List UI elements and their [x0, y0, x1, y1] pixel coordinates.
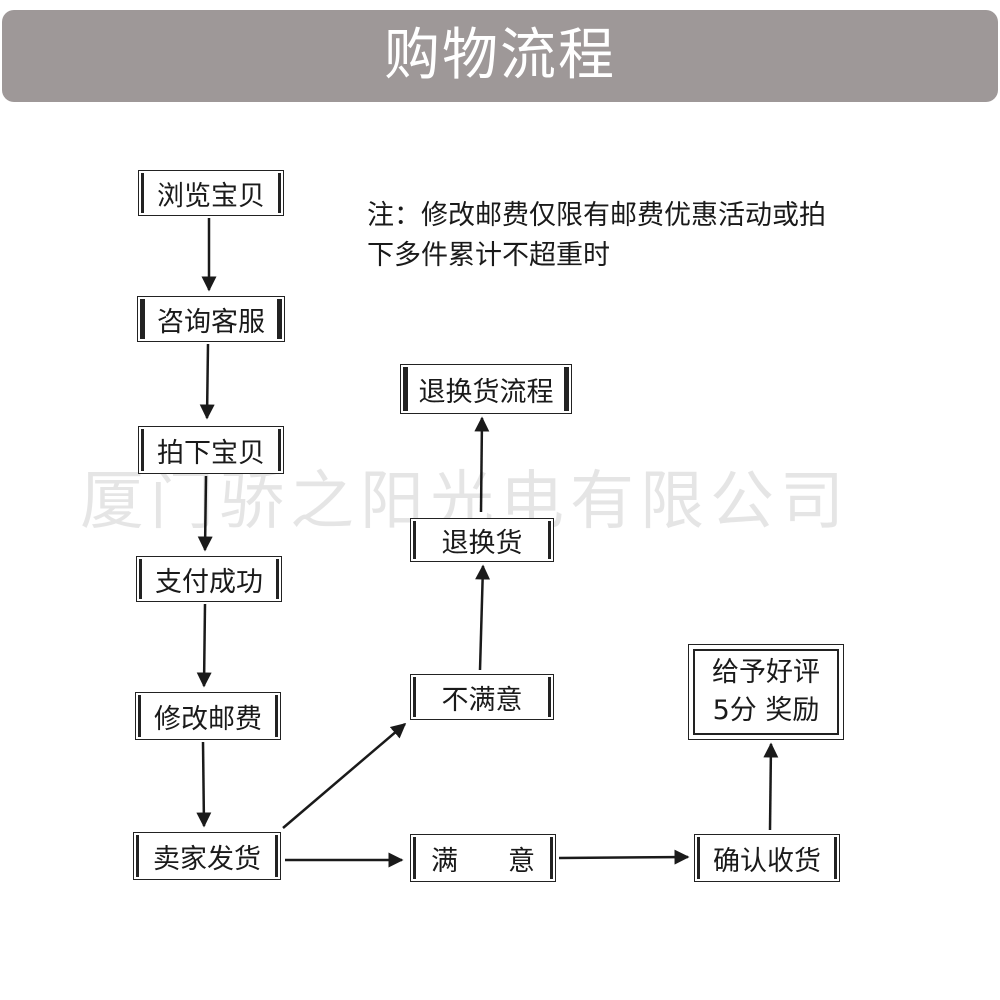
page-title: 购物流程: [384, 23, 616, 88]
step-confirm-label: 确认收货: [713, 845, 821, 877]
header-banner: 购物流程: [2, 10, 998, 102]
step-satisfied-label: 满 意: [431, 839, 535, 878]
step-pay-label: 支付成功: [155, 566, 263, 598]
step-satisfied-char-2: 意: [508, 845, 535, 877]
arrow-confirm-review: [763, 742, 779, 831]
arrow-ship-unsatisfied: [282, 723, 407, 829]
step-pay: 支付成功: [136, 556, 282, 602]
step-return-process: 退换货流程: [400, 364, 572, 414]
arrow-pay-postage: [196, 603, 212, 688]
step-unsatisfied: 不满意: [410, 674, 554, 720]
step-review-line-1: 给予好评: [712, 657, 820, 688]
step-order-label: 拍下宝贝: [157, 437, 265, 469]
step-consult: 咨询客服: [137, 296, 285, 342]
step-confirm: 确认收货: [694, 834, 840, 882]
step-review-line-2: 5分 奖励: [712, 695, 820, 726]
step-ship: 卖家发货: [133, 832, 281, 880]
step-review: 给予好评 5分 奖励: [688, 644, 844, 740]
step-consult-label: 咨询客服: [157, 306, 265, 338]
step-postage-label: 修改邮费: [154, 703, 262, 735]
step-order: 拍下宝贝: [138, 426, 284, 474]
step-return-label: 退换货: [441, 527, 523, 559]
note-text: 注：修改邮费仅限有邮费优惠活动或拍 下多件累计不超重时: [367, 196, 907, 276]
arrow-satisfied-confirm: [558, 849, 690, 865]
note-line-1: 注：修改邮费仅限有邮费优惠活动或拍: [367, 200, 826, 231]
step-satisfied-char-1: 满: [431, 845, 458, 877]
step-satisfied: 满 意: [410, 834, 556, 882]
step-ship-label: 卖家发货: [153, 843, 261, 875]
step-browse-label: 浏览宝贝: [157, 180, 265, 212]
note-line-2: 下多件累计不超重时: [367, 240, 610, 271]
step-browse: 浏览宝贝: [138, 170, 284, 216]
step-unsatisfied-label: 不满意: [441, 684, 523, 716]
step-return: 退换货: [410, 518, 554, 562]
arrow-unsatisfied-return: [475, 564, 491, 671]
arrow-consult-order: [199, 343, 215, 420]
step-postage: 修改邮费: [135, 692, 281, 740]
arrow-postage-ship: [196, 741, 212, 828]
arrow-order-pay: [197, 475, 213, 552]
arrow-return-process: [474, 416, 490, 513]
step-return-process-label: 退换货流程: [418, 376, 554, 408]
